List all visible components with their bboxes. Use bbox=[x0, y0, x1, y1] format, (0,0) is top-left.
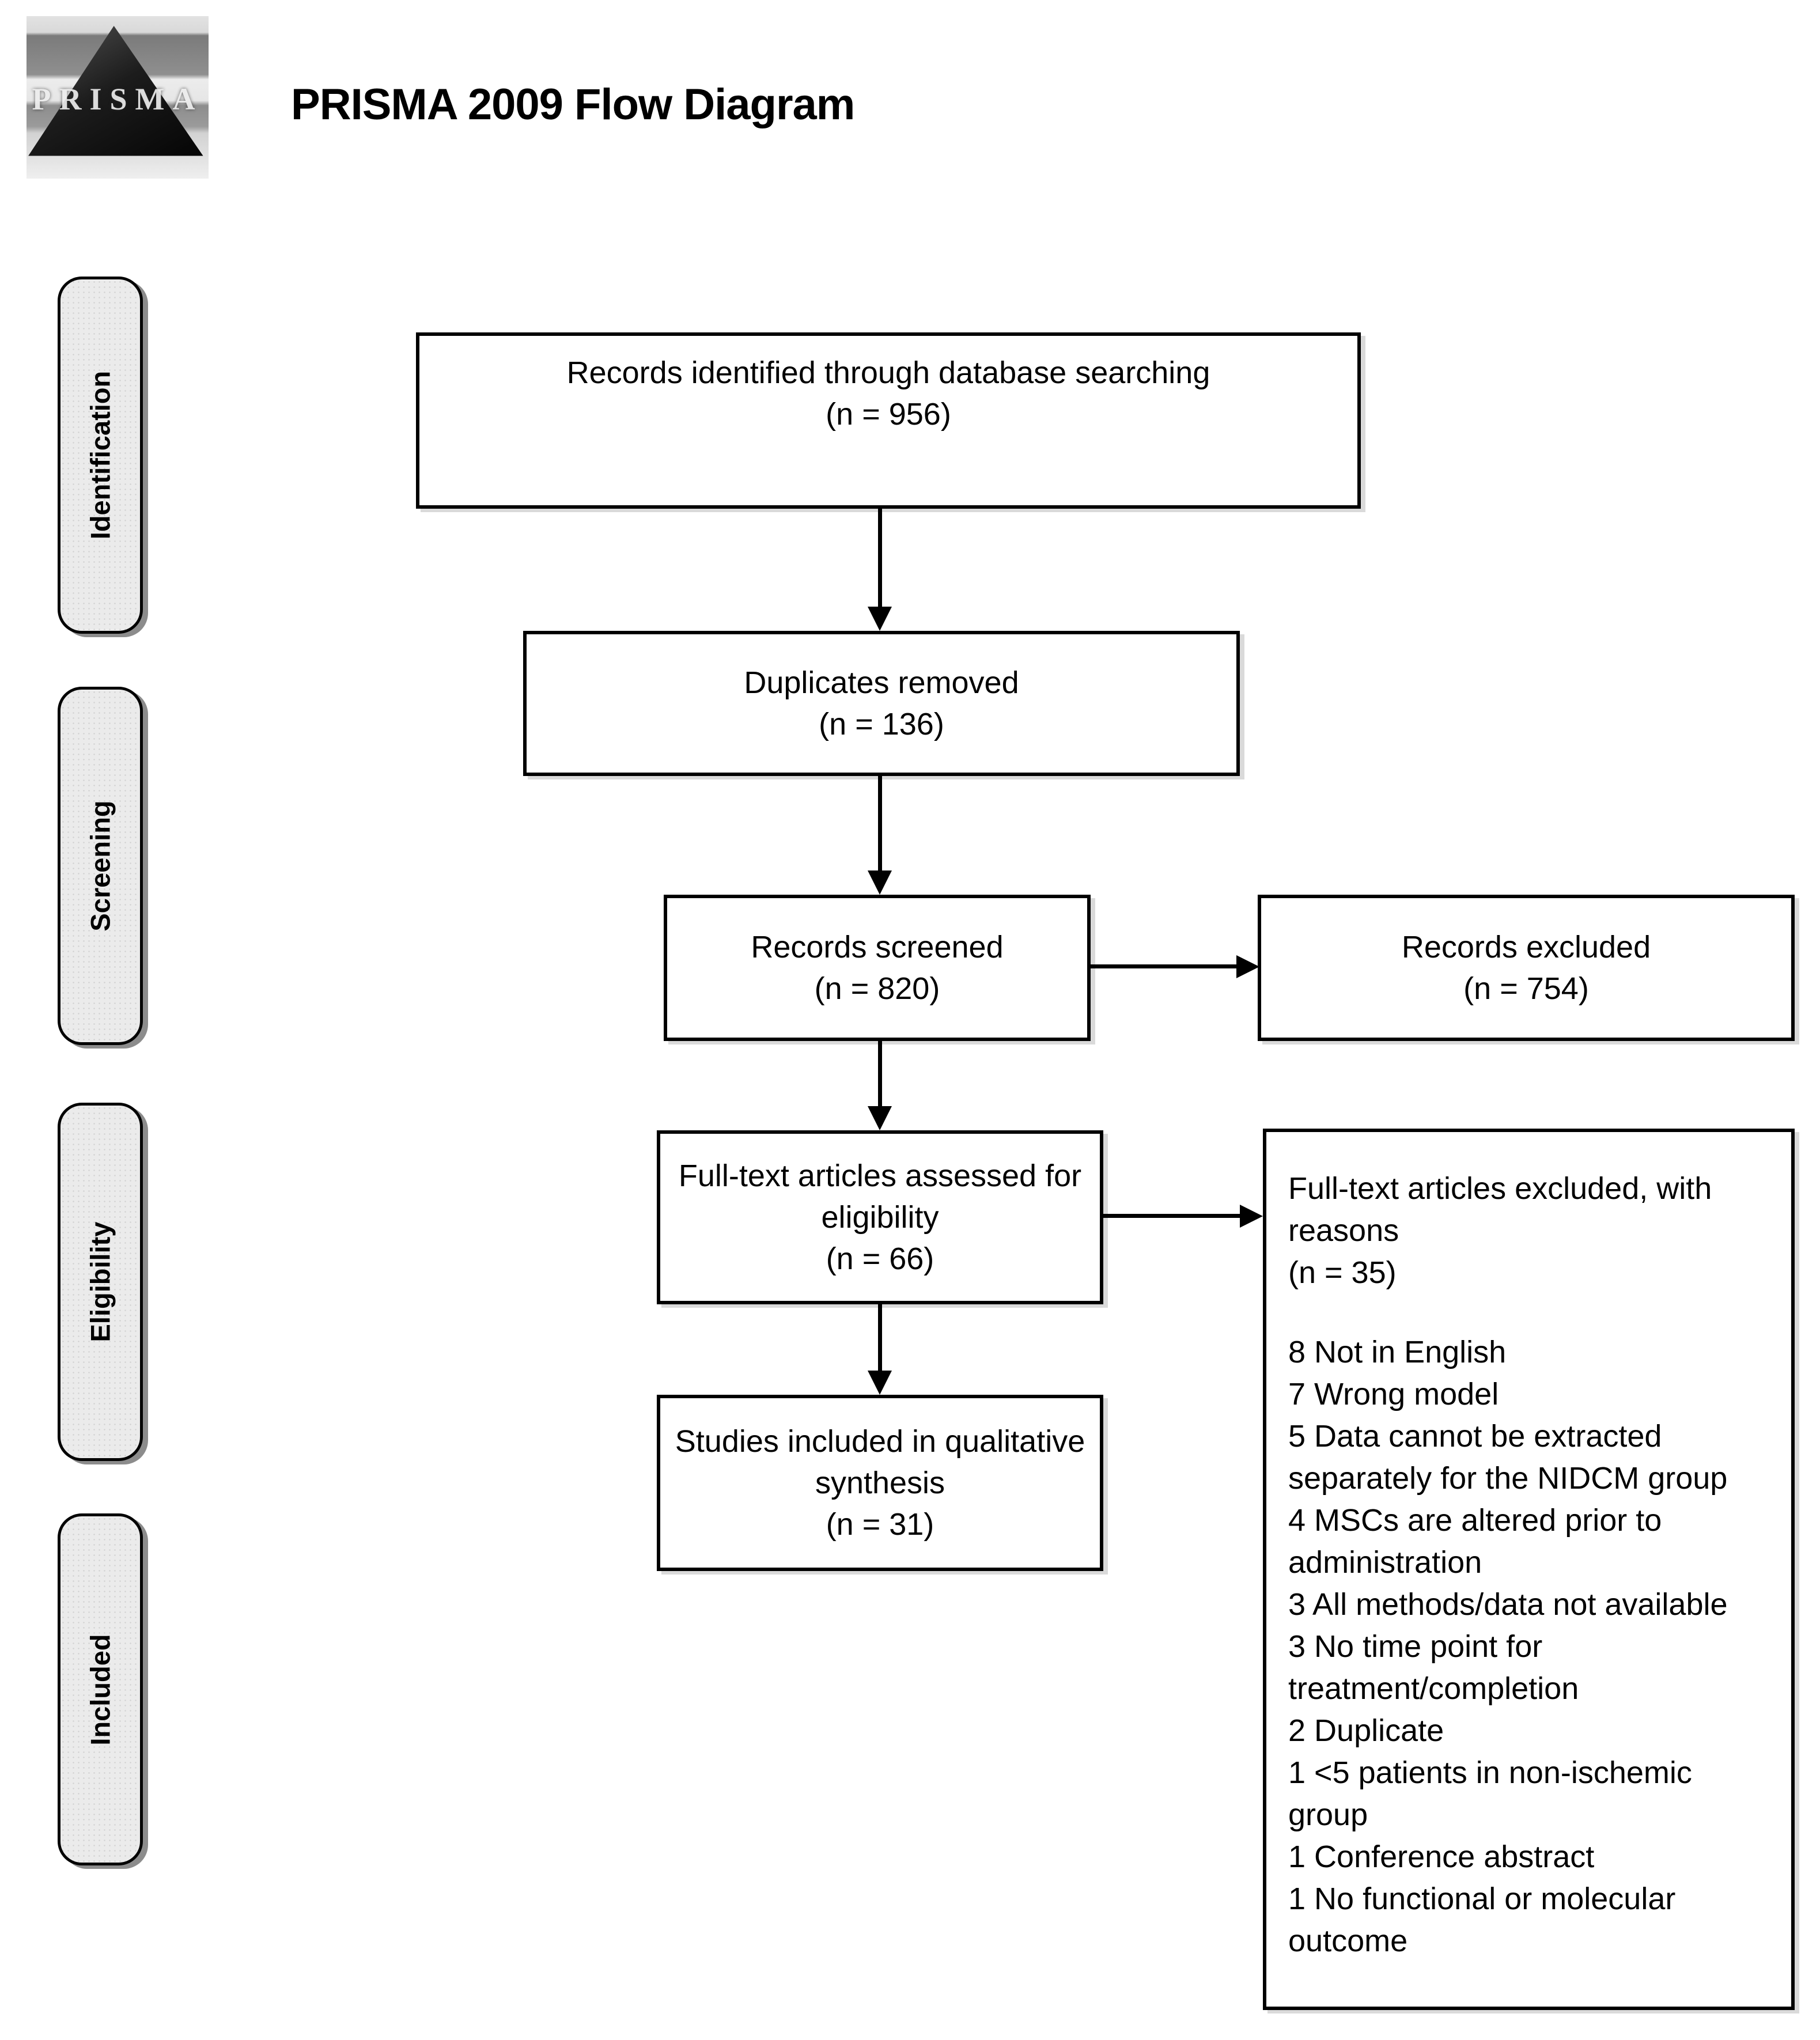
arrow-identified-to-duplicates-line bbox=[878, 509, 882, 607]
excluded-reason-line: 8 Not in English bbox=[1288, 1335, 1507, 1369]
excluded-reason-line: 3 All methods/data not available bbox=[1288, 1587, 1728, 1622]
box-fulltext-assessed-count: (n = 66) bbox=[826, 1242, 934, 1276]
box-duplicates-removed-count: (n = 136) bbox=[819, 707, 944, 741]
arrow-fulltext-to-excluded-head-icon bbox=[1240, 1205, 1263, 1228]
prisma-logo-text: PRISMA bbox=[32, 81, 203, 116]
box-records-screened-count: (n = 820) bbox=[814, 971, 940, 1006]
arrow-fulltext-to-included-line bbox=[878, 1304, 882, 1371]
box-records-excluded-text: Records excluded bbox=[1401, 930, 1651, 964]
arrow-identified-to-duplicates-head-icon bbox=[868, 607, 892, 631]
arrow-screened-to-fulltext-line bbox=[878, 1041, 882, 1106]
box-records-identified-text: Records identified through database sear… bbox=[566, 355, 1210, 390]
stage-label-eligibility: Eligibility bbox=[85, 1221, 116, 1342]
excluded-reason-line: 4 MSCs are altered prior to administrati… bbox=[1288, 1503, 1662, 1580]
excluded-reason-line: 3 No time point for treatment/completion bbox=[1288, 1629, 1579, 1706]
arrow-fulltext-to-excluded-line bbox=[1103, 1214, 1240, 1218]
box-fulltext-excluded-text: Full-text articles excluded, with reason… bbox=[1288, 1171, 1712, 1248]
box-records-screened-text: Records screened bbox=[751, 930, 1004, 964]
stage-label-included: Included bbox=[85, 1633, 116, 1746]
box-records-identified-count: (n = 956) bbox=[826, 397, 951, 432]
box-records-excluded: Records excluded (n = 754) bbox=[1258, 895, 1795, 1041]
stage-eligibility: Eligibility bbox=[58, 1103, 143, 1461]
stage-identification: Identification bbox=[58, 277, 143, 634]
stage-screening: Screening bbox=[58, 687, 143, 1045]
arrow-screened-to-fulltext-head-icon bbox=[868, 1106, 892, 1130]
box-records-screened: Records screened (n = 820) bbox=[664, 895, 1091, 1041]
arrow-duplicates-to-screened-head-icon bbox=[868, 870, 892, 895]
arrow-fulltext-to-included-head-icon bbox=[868, 1371, 892, 1395]
excluded-reason-line: 2 Duplicate bbox=[1288, 1713, 1444, 1748]
page-title: PRISMA 2009 Flow Diagram bbox=[291, 80, 855, 129]
box-fulltext-assessed-text: Full-text articles assessed for eligibil… bbox=[678, 1159, 1082, 1235]
stage-label-identification: Identification bbox=[85, 370, 116, 540]
box-fulltext-excluded-count: (n = 35) bbox=[1288, 1255, 1397, 1290]
box-studies-included-text: Studies included in qualitative synthesi… bbox=[675, 1424, 1085, 1500]
box-duplicates-removed-text: Duplicates removed bbox=[744, 665, 1019, 700]
excluded-reason-line: 5 Data cannot be extracted separately fo… bbox=[1288, 1419, 1728, 1496]
excluded-reason-line: 7 Wrong model bbox=[1288, 1377, 1499, 1411]
excluded-reason-line: 1 <5 patients in non-ischemic group bbox=[1288, 1755, 1692, 1832]
box-studies-included: Studies included in qualitative synthesi… bbox=[657, 1395, 1103, 1571]
stage-label-screening: Screening bbox=[85, 800, 116, 932]
excluded-reasons-list: 8 Not in English 7 Wrong model 5 Data cann… bbox=[1288, 1331, 1775, 1962]
box-records-excluded-count: (n = 754) bbox=[1463, 971, 1589, 1006]
box-studies-included-count: (n = 31) bbox=[826, 1507, 934, 1542]
box-duplicates-removed: Duplicates removed (n = 136) bbox=[523, 631, 1240, 776]
box-records-identified: Records identified through database sear… bbox=[416, 332, 1361, 509]
box-fulltext-assessed: Full-text articles assessed for eligibil… bbox=[657, 1130, 1103, 1304]
excluded-reason-line: 1 No functional or molecular outcome bbox=[1288, 1882, 1676, 1958]
excluded-reason-line: 1 Conference abstract bbox=[1288, 1840, 1595, 1874]
arrow-screened-to-excluded-head-icon bbox=[1236, 955, 1259, 978]
box-fulltext-excluded: Full-text articles excluded, with reason… bbox=[1263, 1129, 1795, 2010]
arrow-screened-to-excluded-line bbox=[1091, 964, 1236, 968]
stage-included: Included bbox=[58, 1513, 143, 1865]
arrow-duplicates-to-screened-line bbox=[878, 776, 882, 870]
prisma-logo: PRISMA bbox=[27, 16, 209, 179]
